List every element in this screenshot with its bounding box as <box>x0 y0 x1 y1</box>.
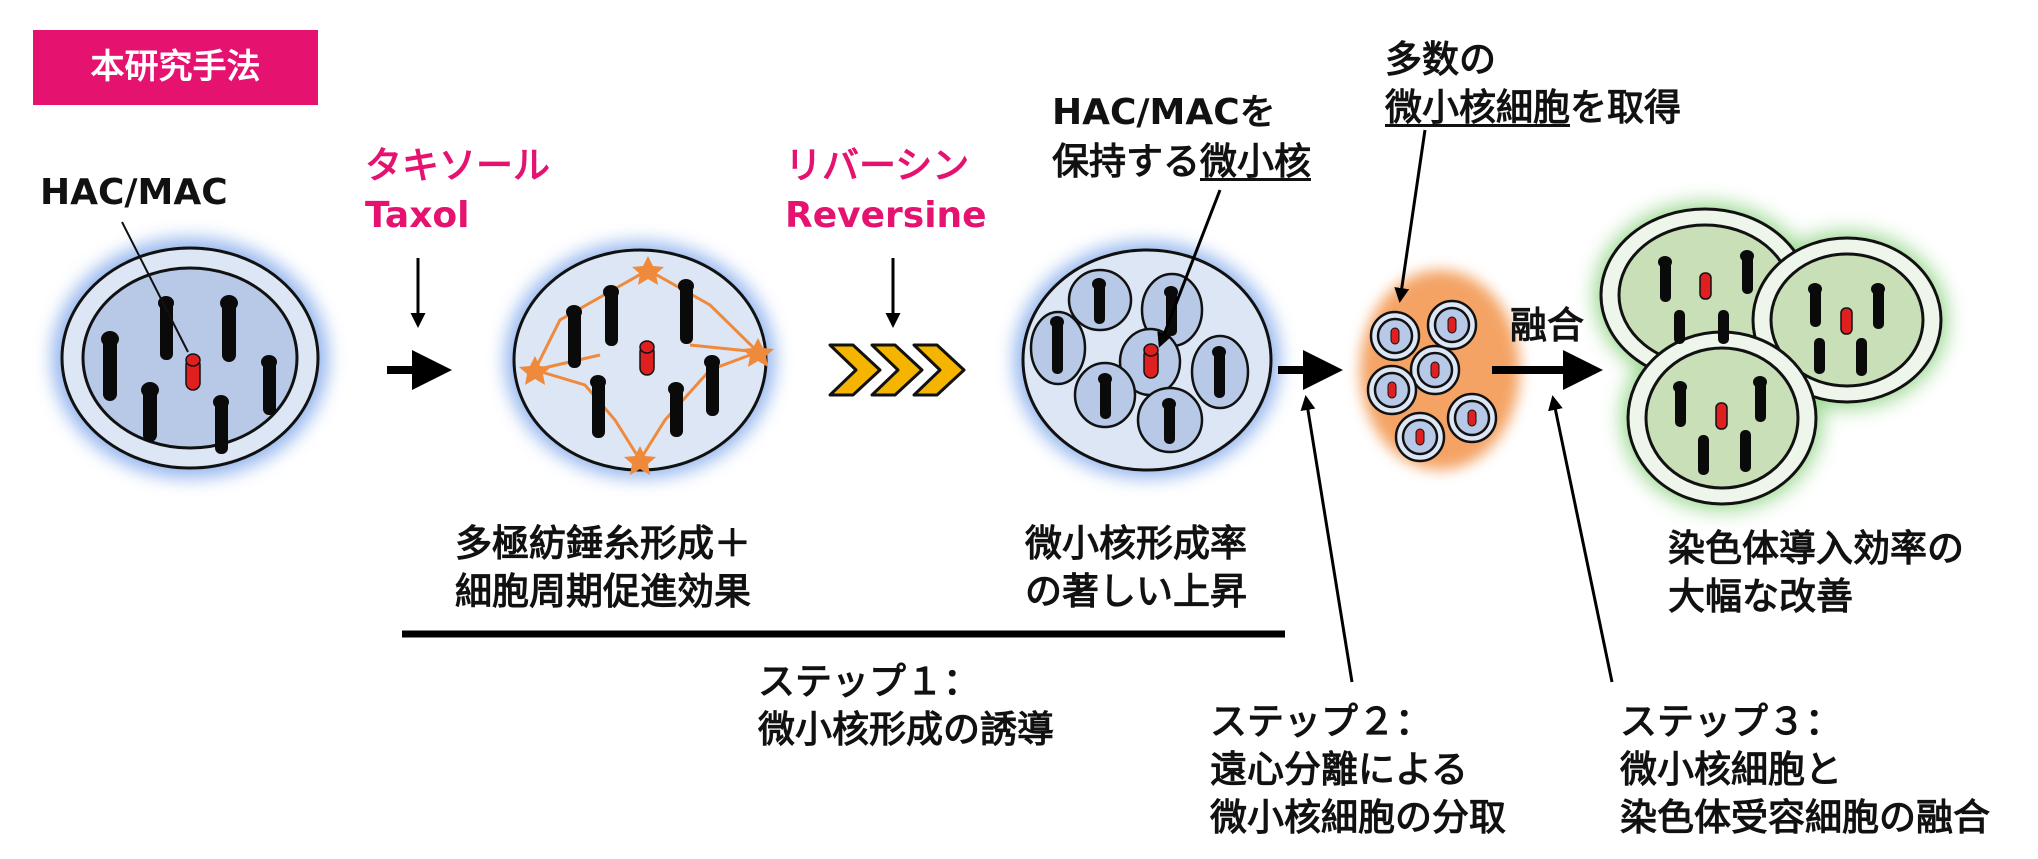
step2-pointer <box>1300 395 1354 683</box>
micronucleus-label-line1: HAC/MACを <box>1052 92 1276 133</box>
step2-line3: 微小核細胞の分取 <box>1210 796 1506 839</box>
hac-chromosome <box>185 353 201 391</box>
spindle-poles <box>519 256 774 475</box>
micronucleus-label-line2: 保持する微小核 <box>1052 138 1311 185</box>
recipient-cells <box>1595 203 1947 510</box>
step2-line1: ステップ２： <box>1210 700 1432 743</box>
hac-label: HAC/MAC <box>40 172 228 213</box>
fusion-label: 融合 <box>1510 304 1584 347</box>
title-text: 本研究手法 <box>90 47 261 87</box>
step1-line2: 微小核形成の誘導 <box>758 708 1054 751</box>
effect3-line1: 染色体導入効率の <box>1668 527 1964 570</box>
hac-pointer-line <box>121 221 189 353</box>
effect1-line2: 細胞周期促進効果 <box>455 570 751 613</box>
chevron-arrows-icon <box>828 343 966 397</box>
effect3-line2: 大幅な改善 <box>1668 575 1853 618</box>
cell-multipolar-spindle <box>505 242 775 478</box>
step2-line2: 遠心分離による <box>1210 748 1468 791</box>
chromosomes <box>1050 278 1226 444</box>
effect1-line1: 多極紡錘糸形成＋ <box>455 522 751 565</box>
micronucleus-label-underlined: 微小核 <box>1200 140 1311 183</box>
cell-micronuclei <box>1014 242 1280 478</box>
step3-line2: 微小核細胞と <box>1620 748 1842 791</box>
microcell-label-line1: 多数の <box>1385 38 1496 81</box>
microcell-hac-chromosomes <box>1387 316 1477 446</box>
step3-line3: 染色体受容細胞の融合 <box>1620 796 1990 839</box>
micronucleus-pointer <box>1157 189 1222 348</box>
micronucleus-label-prefix: 保持する <box>1052 140 1200 183</box>
title-badge: 本研究手法 <box>33 30 318 105</box>
microcell-label-underlined: 微小核細胞 <box>1385 86 1570 129</box>
microcell-pointer <box>1394 129 1427 303</box>
chromosomes <box>1658 250 1885 475</box>
effect2-line1: 微小核形成率 <box>1025 522 1247 565</box>
hac-chromosomes <box>1699 272 1853 430</box>
step3-line1: ステップ３： <box>1620 700 1842 743</box>
hac-chromosome <box>639 340 655 376</box>
cell-with-hac <box>52 238 328 478</box>
chromosomes <box>101 295 277 454</box>
effect2-line2: の著しい上昇 <box>1025 570 1247 613</box>
chromosomes <box>566 279 720 438</box>
drug1-en: Taxol <box>365 195 470 236</box>
step3-pointer <box>1548 395 1614 683</box>
hac-chromosome <box>1143 343 1159 379</box>
microcell-cluster <box>1360 270 1520 470</box>
drug2-en: Reversine <box>785 195 987 236</box>
microcell-label-suffix: を取得 <box>1570 86 1681 129</box>
drug1-jp: タキソール <box>365 144 550 187</box>
drug2-jp: リバーシン <box>785 144 970 187</box>
step1-line1: ステップ１： <box>758 660 980 703</box>
microcell-label-line2: 微小核細胞を取得 <box>1385 84 1681 131</box>
